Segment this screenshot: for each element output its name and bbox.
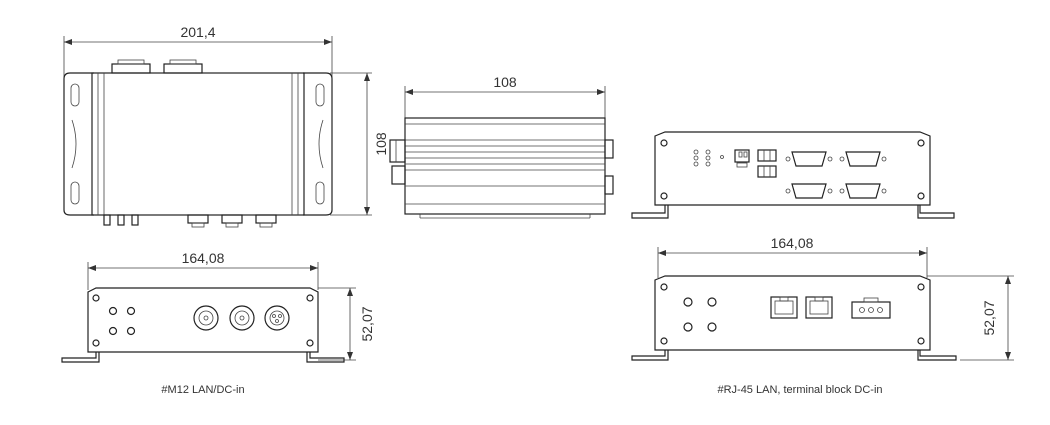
caption-rj45: #RJ-45 LAN, terminal block DC-in <box>717 384 882 396</box>
caption-m12: #M12 LAN/DC-in <box>161 384 244 396</box>
dim-top-height: 108 <box>373 132 389 156</box>
side-view: 108 <box>389 74 614 219</box>
front-view-m12: 164,08 52,07 <box>61 250 375 396</box>
front-view-rj45: 164,08 52,07 <box>631 235 1014 396</box>
dim-m12-width: 164,08 <box>182 250 225 266</box>
dim-rj45-width: 164,08 <box>771 235 814 251</box>
dim-rj45-height: 52,07 <box>981 300 997 335</box>
dim-side-width: 108 <box>493 74 517 90</box>
terminal-block <box>851 297 891 319</box>
rear-view <box>631 131 955 219</box>
top-view: 201,4 108 <box>63 24 389 228</box>
rj45-ports <box>770 296 833 319</box>
dim-top-width: 201,4 <box>180 24 215 40</box>
db9-connectors <box>785 151 887 199</box>
m12-connectors <box>193 305 290 331</box>
dim-m12-height: 52,07 <box>359 306 375 341</box>
